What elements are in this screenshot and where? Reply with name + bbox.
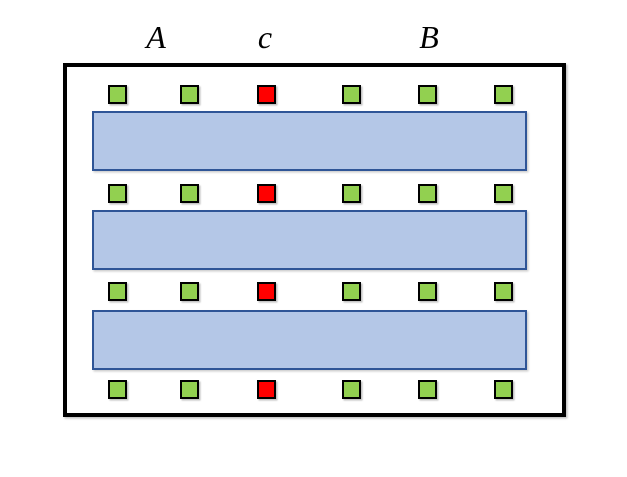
green-square [342,380,361,399]
label-c: c [257,19,273,55]
green-square [494,184,513,203]
horizontal-bar [92,111,527,171]
horizontal-bar [92,210,527,270]
green-square [180,85,199,104]
green-square [342,85,361,104]
red-square [257,380,276,399]
red-square [257,85,276,104]
red-square [257,184,276,203]
green-square [418,282,437,301]
red-square [257,282,276,301]
green-square [342,282,361,301]
green-square [418,85,437,104]
green-square [108,184,127,203]
green-square [108,380,127,399]
green-square [494,282,513,301]
green-square [180,282,199,301]
label-A: A [146,19,166,55]
green-square [180,184,199,203]
green-square [418,380,437,399]
green-square [418,184,437,203]
green-square [108,85,127,104]
green-square [494,85,513,104]
outer-boundary-box [63,63,566,417]
green-square [494,380,513,399]
green-square [342,184,361,203]
label-B: B [419,19,439,55]
horizontal-bar [92,310,527,370]
green-square [108,282,127,301]
green-square [180,380,199,399]
